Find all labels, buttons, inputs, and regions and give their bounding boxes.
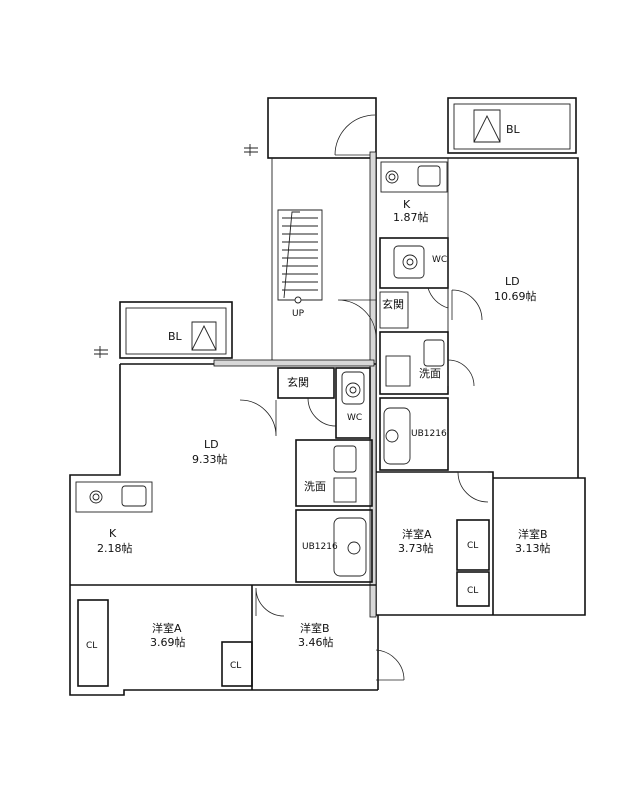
- west-closet-1-label: CL: [86, 641, 97, 651]
- west-genkan-label: 玄関: [287, 375, 309, 389]
- west-bath: [295, 509, 373, 583]
- west-washroom-label: 洗面: [304, 480, 326, 493]
- west-unit: BL 玄関 WC LD 9.33帖 K 2.18帖 洗面: [69, 301, 405, 696]
- east-bath-label: UB1216: [411, 429, 447, 439]
- west-kitchen-size: 2.18帖: [97, 542, 133, 555]
- east-room-b-size: 3.13帖: [515, 542, 551, 555]
- east-ld-size: 10.69帖: [494, 290, 537, 303]
- west-closet-2: [221, 641, 253, 687]
- west-balcony: [119, 301, 233, 359]
- west-wc: [335, 367, 371, 439]
- east-kitchen-size: 1.87帖: [393, 211, 429, 224]
- east-closet-1: [456, 519, 490, 571]
- west-bath-label: UB1216: [302, 542, 338, 552]
- east-bath: [379, 397, 449, 471]
- east-closet-2-label: CL: [467, 586, 478, 596]
- west-room-b-name: 洋室B: [300, 621, 330, 635]
- west-room-b-size: 3.46帖: [298, 636, 334, 649]
- west-kitchen-name: K: [109, 527, 117, 540]
- stair-up-label: UP: [292, 309, 305, 319]
- east-room-a-size: 3.73帖: [398, 542, 434, 555]
- west-room-a-name: 洋室A: [152, 621, 182, 635]
- east-wc-label: WC: [432, 255, 447, 265]
- west-genkan: [277, 367, 335, 399]
- east-balcony: [447, 97, 577, 154]
- west-ld-size: 9.33帖: [192, 453, 228, 466]
- east-genkan-label: 玄関: [382, 297, 404, 311]
- stairwell: UP: [244, 97, 377, 360]
- west-closet-2-label: CL: [230, 661, 241, 671]
- east-closet-1-label: CL: [467, 541, 478, 551]
- east-kitchen-name: K: [403, 198, 411, 211]
- east-room-a-name: 洋室A: [402, 527, 432, 541]
- east-balcony-label: BL: [506, 123, 521, 136]
- east-unit: BL K 1.87帖 WC 玄関 LD 10.69帖 洗面: [337, 97, 586, 618]
- east-washroom-label: 洗面: [419, 367, 441, 380]
- west-closet-1: [77, 599, 109, 687]
- west-balcony-label: BL: [168, 330, 183, 343]
- east-room-b-name: 洋室B: [518, 527, 548, 541]
- east-ld-name: LD: [505, 275, 520, 288]
- west-wc-label: WC: [347, 413, 362, 423]
- west-washroom: [295, 439, 373, 507]
- west-ld-name: LD: [204, 438, 219, 451]
- east-closet-2: [456, 571, 490, 607]
- west-room-a-size: 3.69帖: [150, 636, 186, 649]
